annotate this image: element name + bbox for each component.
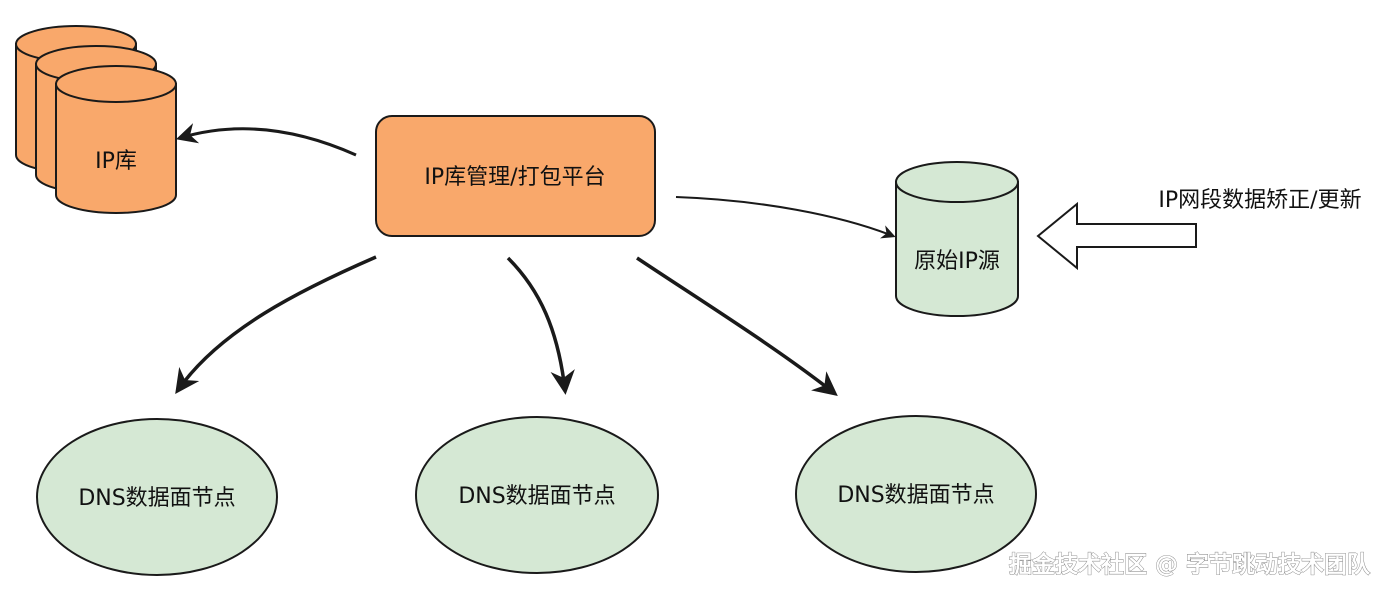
ip-library-cylinder-front bbox=[55, 65, 177, 214]
edge-platform-to-dns-node-2 bbox=[506, 256, 575, 395]
update-hollow-arrow bbox=[1036, 201, 1197, 271]
dns-node-label: DNS数据面节点 bbox=[78, 486, 235, 511]
update-note-label: IP网段数据矫正/更新 bbox=[1158, 188, 1361, 213]
watermark-text: 掘金技术社区 @ 字节跳动技术团队 bbox=[1009, 551, 1371, 578]
raw-ip-source-database: 原始IP源 bbox=[895, 161, 1019, 317]
ip-platform-label: IP库管理/打包平台 bbox=[424, 165, 605, 190]
ip-platform-node: IP库管理/打包平台 bbox=[375, 115, 656, 237]
ip-platform-box bbox=[375, 115, 656, 237]
dns-node-2: DNS数据面节点 bbox=[415, 416, 659, 574]
edge-platform-to-dns-node-3 bbox=[636, 256, 838, 397]
edge-platform-to-ip-library bbox=[175, 123, 357, 157]
dns-node-label: DNS数据面节点 bbox=[458, 484, 615, 509]
dns-node-label: DNS数据面节点 bbox=[837, 483, 994, 508]
ip-library-database-stack: IP库 bbox=[15, 25, 177, 214]
dns-node-3: DNS数据面节点 bbox=[795, 415, 1037, 573]
edge-platform-to-dns-node-1 bbox=[175, 255, 377, 395]
ip-library-label: IP库 bbox=[95, 149, 137, 174]
raw-ip-source-label: 原始IP源 bbox=[914, 249, 1000, 274]
dns-node-1: DNS数据面节点 bbox=[36, 418, 278, 576]
edge-platform-to-raw-source bbox=[675, 196, 896, 239]
